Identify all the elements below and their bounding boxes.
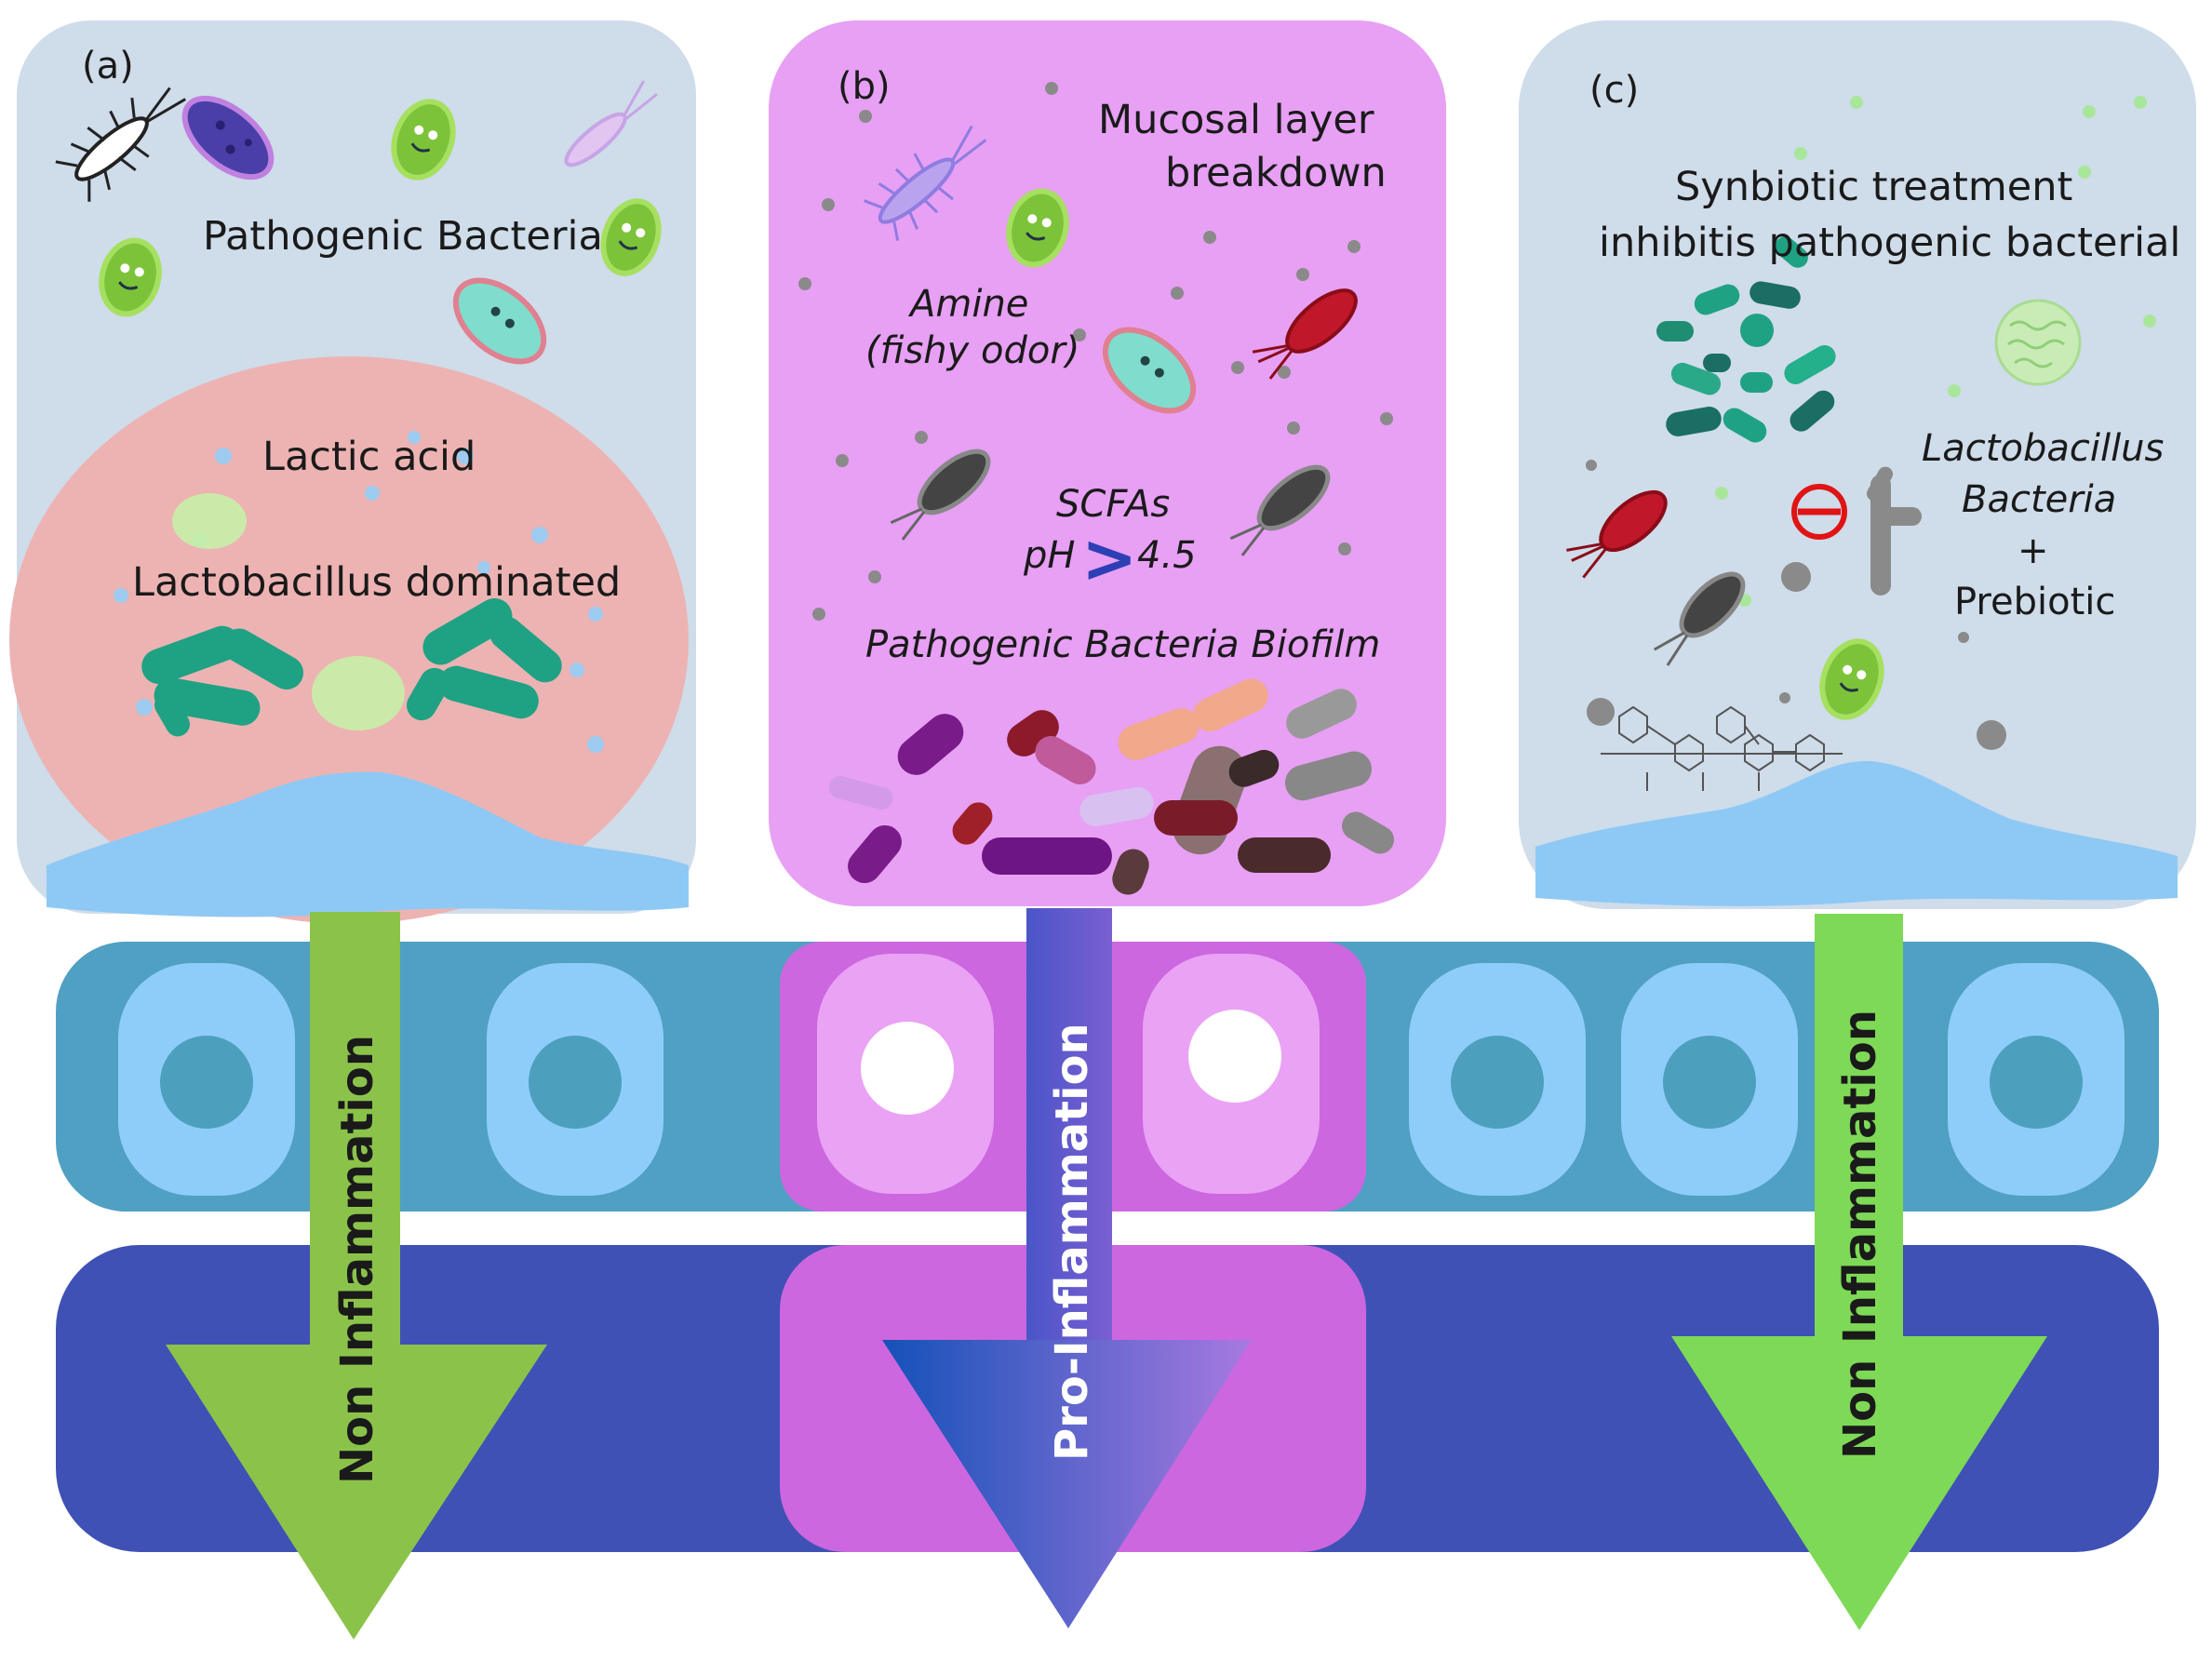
teal-bacterium-icon <box>1102 327 1197 414</box>
prebiotic-fiber-ball-icon <box>1994 299 2082 386</box>
amine-label-line2: (fishy odor) <box>865 329 1079 372</box>
cell-nucleus <box>1451 1036 1544 1129</box>
lactobacillus-glow-icon <box>172 493 405 730</box>
faded-purple-bacterium-icon <box>564 80 658 167</box>
mucus-layer <box>1535 760 2178 906</box>
cell-nucleus <box>1663 1036 1756 1129</box>
purple-bacterium-icon <box>181 95 275 181</box>
mucosal-label-line2: breakdown <box>1165 150 1387 196</box>
synbiotic-label-line2: inhibitis pathogenic bacterial <box>1599 220 2180 266</box>
rod-bacterium-icon <box>55 87 186 202</box>
cell-nucleus <box>1990 1036 2083 1129</box>
pathogenic-bacteria-label: Pathogenic Bacteria <box>203 213 603 260</box>
non-inflammation-arrow-a: Non Inflammation <box>166 912 547 1640</box>
non-inflammation-label-c: Non Inflammation <box>1834 1010 1886 1459</box>
lactobacillus-cluster-icon <box>1656 236 1836 443</box>
damaged-cell-nucleus <box>861 1022 954 1115</box>
red-bacterium-icon <box>1252 288 1358 380</box>
ph-greater-than-symbol: > <box>1081 519 1137 597</box>
ph-label: pH <box>1023 534 1075 577</box>
lactobacillus-cluster-icon <box>141 598 562 737</box>
lactobacillus-dominated-label: Lactobacillus dominated <box>132 559 621 606</box>
panel-b: (b) Mucosal layer breakdown Amine (fishy… <box>769 20 1446 906</box>
plus-label: + <box>2018 529 2049 572</box>
panel-c-background <box>1519 20 2196 909</box>
lactobacillus-label-line2: Bacteria <box>1962 478 2116 521</box>
non-inflammation-label-a: Non Inflammation <box>331 1035 383 1484</box>
lactic-acid-label: Lactic acid <box>262 434 476 480</box>
ph-value-label: 4.5 <box>1137 534 1197 577</box>
dark-rod-bacterium-icon <box>1229 464 1331 556</box>
panel-c: (c) Synbiotic treatment inhibitis pathog… <box>1519 20 2196 909</box>
panel-b-tag: (b) <box>838 65 891 108</box>
cell-nucleus <box>160 1036 253 1129</box>
pro-inflammation-label: Pro-Inflammation <box>1046 1023 1098 1461</box>
lactobacillus-label-line1: Lactobacillus <box>1922 427 2164 470</box>
prebiotic-molecule-icon <box>1601 705 1843 791</box>
panel-a: (a) Pathogenic Bacteria Lactic acid Lact… <box>9 20 696 924</box>
lactobacillus-zone <box>9 356 689 924</box>
prebiotic-label: Prebiotic <box>1954 581 2115 623</box>
biofilm-icon <box>828 678 1394 895</box>
synbiotic-label-line1: Synbiotic treatment <box>1675 164 2072 210</box>
mucosal-label-line1: Mucosal layer <box>1098 97 1374 143</box>
damaged-cell-nucleus <box>1188 1010 1281 1103</box>
teal-bacterium-icon <box>452 277 547 365</box>
green-bacterium-icon <box>1819 638 1884 720</box>
dark-rod-bacterium-icon <box>890 448 991 541</box>
amine-label-line1: Amine <box>907 283 1028 326</box>
panel-b-background <box>769 20 1446 906</box>
mucus-layer <box>47 771 689 917</box>
prebiotic-dots <box>1715 96 2156 607</box>
inhibition-icon <box>1791 484 1847 540</box>
red-bacterium-icon <box>1566 489 1668 579</box>
panel-c-tag: (c) <box>1589 69 1639 112</box>
green-bacterium-icon <box>1006 188 1069 268</box>
dark-rod-bacterium-icon <box>1654 571 1746 666</box>
green-bacterium-icon <box>600 198 662 276</box>
green-bacterium-icon <box>391 99 456 181</box>
scfa-label: SCFAs <box>1056 483 1170 526</box>
green-bacterium-icon <box>99 237 162 317</box>
biofilm-label: Pathogenic Bacteria Biofilm <box>865 623 1380 666</box>
cell-nucleus <box>529 1036 622 1129</box>
non-inflammation-arrow-c: Non Inflammation <box>1671 914 2047 1630</box>
faded-rod-bacterium-icon <box>864 125 987 241</box>
panel-a-tag: (a) <box>82 45 134 87</box>
receptor-icon <box>1867 466 1922 596</box>
grey-debris-icon <box>1586 460 2006 750</box>
pro-inflammation-arrow: Pro-Inflammation <box>882 908 1252 1628</box>
